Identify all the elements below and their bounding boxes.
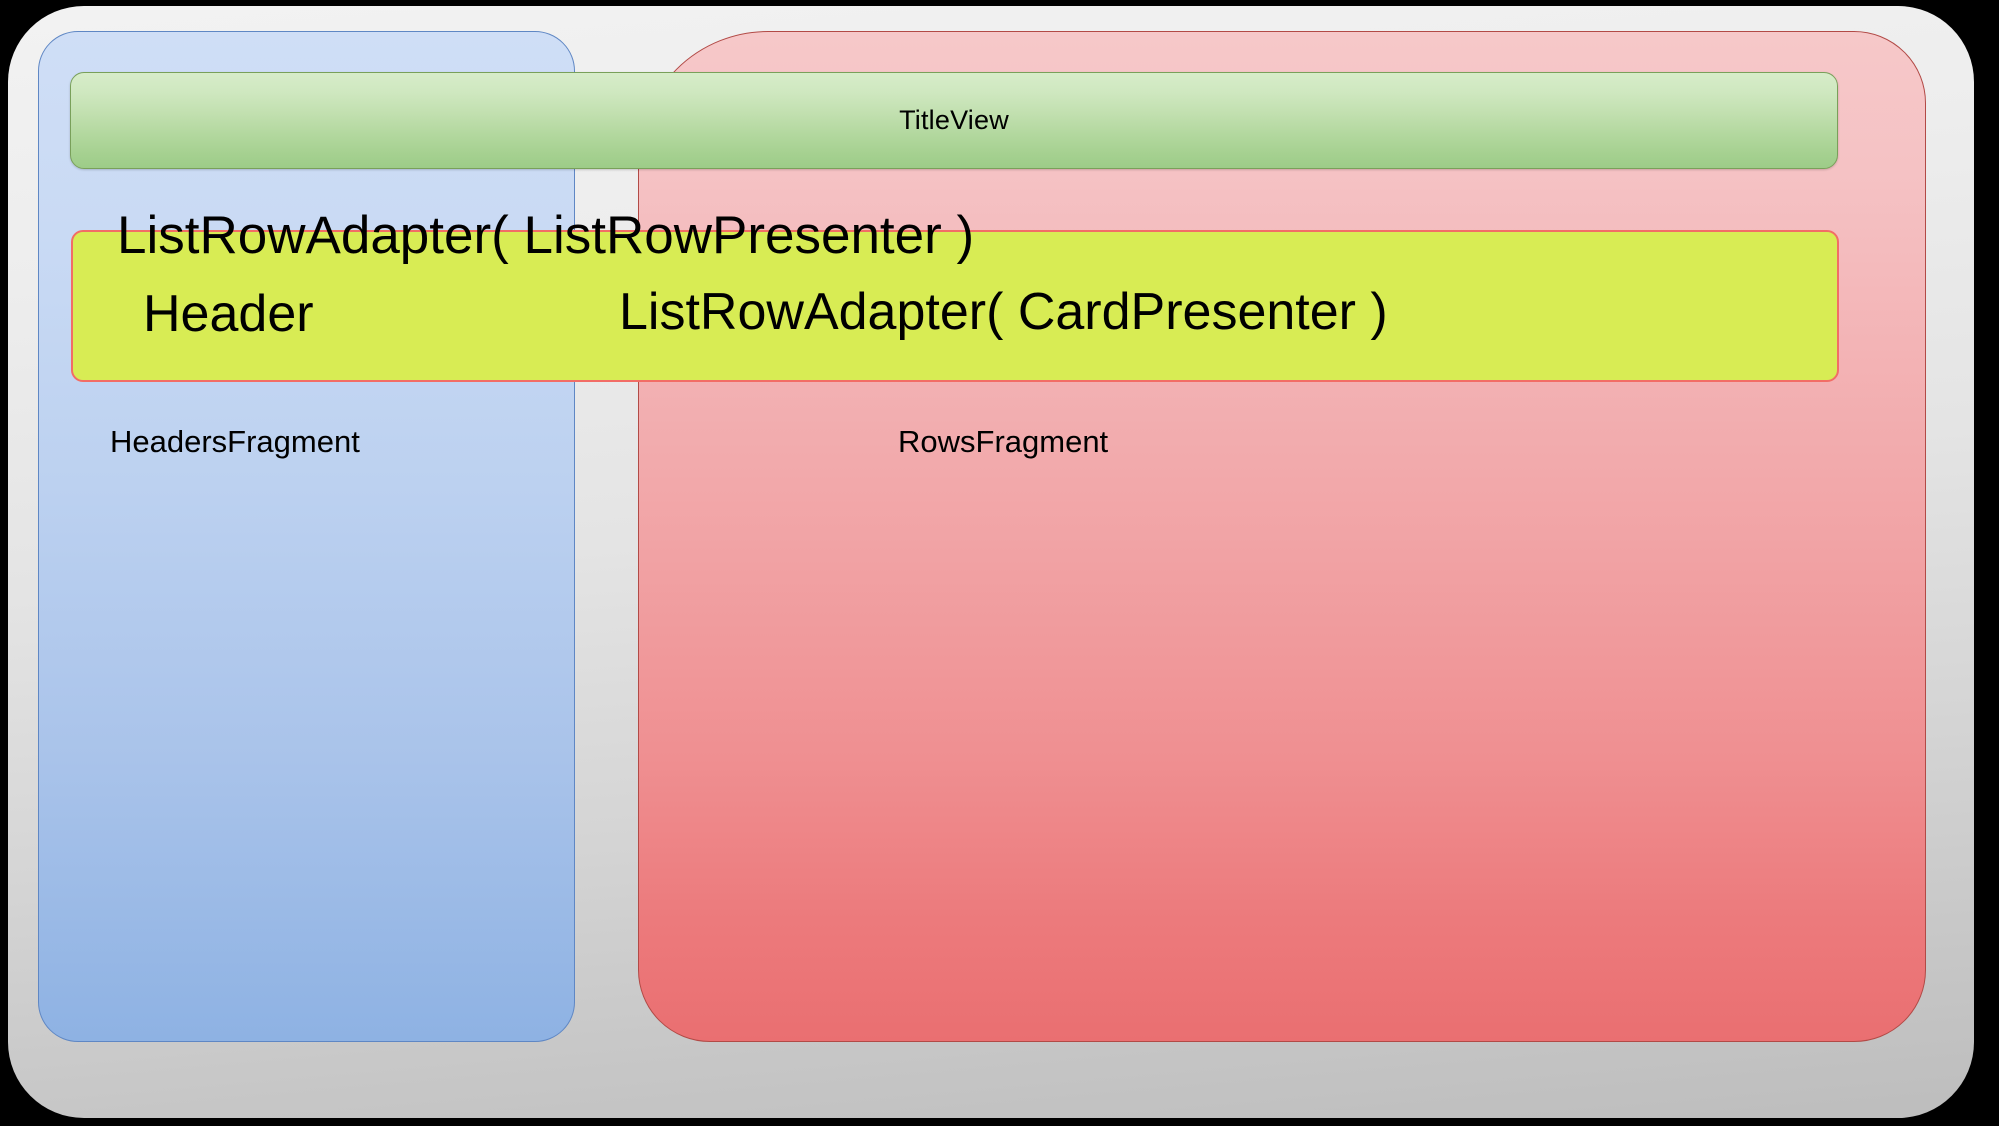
headers-fragment-box xyxy=(38,31,575,1042)
rows-fragment-label: RowsFragment xyxy=(898,424,1109,459)
list-row-box-inner: Header ListRowAdapter( CardPresenter ) xyxy=(73,232,1837,380)
list-row-box: Header ListRowAdapter( CardPresenter ) xyxy=(71,230,1839,382)
list-row-adapter-listrowpresenter-label: ListRowAdapter( ListRowPresenter ) xyxy=(117,206,975,265)
header-label: Header xyxy=(143,285,314,343)
rows-fragment-box xyxy=(638,31,1926,1042)
title-view-label: TitleView xyxy=(899,105,1009,135)
title-view-box: TitleView xyxy=(70,72,1838,169)
list-row-adapter-cardpresenter-label: ListRowAdapter( CardPresenter ) xyxy=(619,283,1388,341)
headers-fragment-label: HeadersFragment xyxy=(110,424,360,459)
